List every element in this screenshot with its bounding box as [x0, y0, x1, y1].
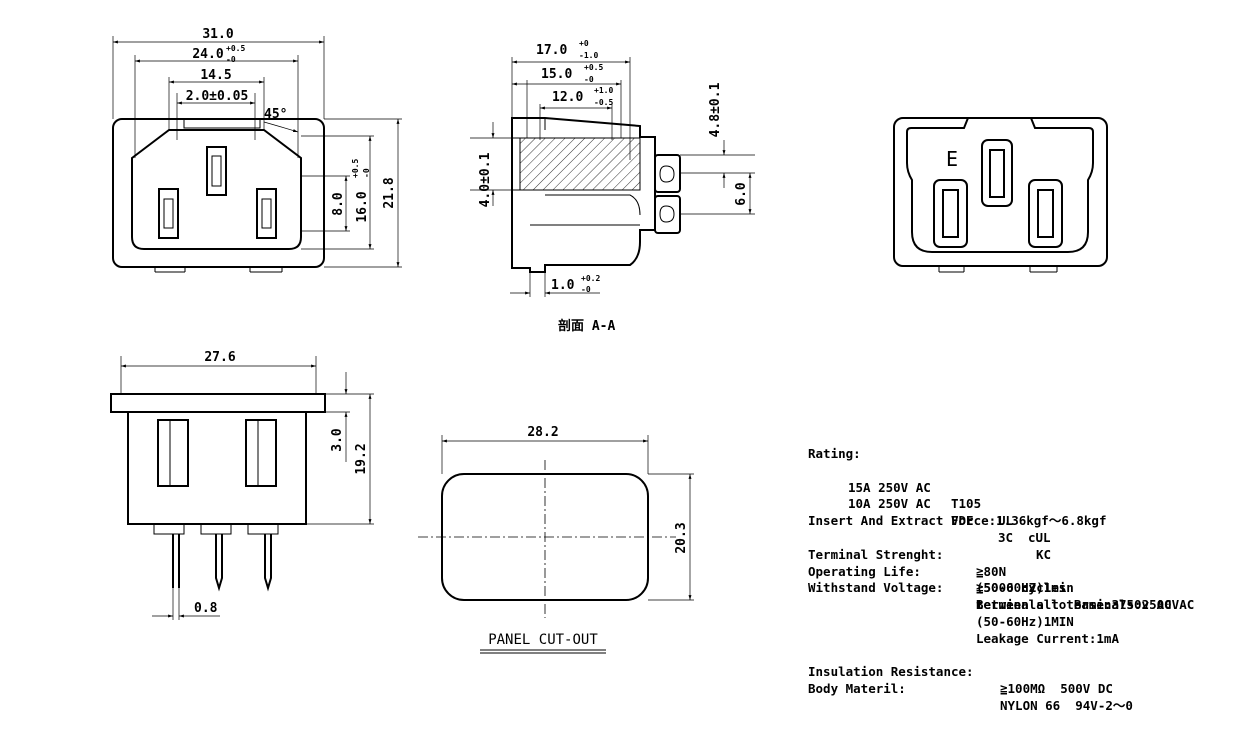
- voltage-line: (50-60Hz)1MIN: [976, 613, 1074, 629]
- voltage-line: Leakage Current:1mA: [976, 630, 1119, 646]
- dim-15-tol-lower: -0: [584, 75, 594, 84]
- rating-cert: UL: [998, 513, 1014, 529]
- dim-27-6: 27.6: [204, 350, 235, 365]
- dim-1-tol-upper: +0.2: [581, 274, 600, 283]
- dim-12: 12.0: [552, 90, 583, 105]
- rating-cert: KC: [1036, 546, 1052, 562]
- dim-24: 24.0: [192, 47, 223, 62]
- specifications: Rating: 15A 250V AC T105 UL cUL 10A 250V…: [808, 446, 1194, 713]
- bottom-view: 27.6 3.0 19.2 0.8: [110, 350, 374, 620]
- dim-21-8: 21.8: [382, 177, 397, 208]
- dim-16-tol-upper: +0.5: [351, 159, 360, 178]
- rating-row: 15A 250V AC T105 UL cUL: [808, 463, 1051, 545]
- terminal-value: ≧80N: [976, 563, 1007, 579]
- rating-value: 10A 250V AC: [848, 496, 931, 512]
- dim-24-tol-lower: -0: [226, 55, 236, 64]
- angle-45: 45°: [264, 107, 287, 122]
- dim-12-tol-upper: +1.0: [594, 86, 613, 95]
- dim-3-0: 3.0: [330, 428, 345, 452]
- dim-31: 31.0: [202, 27, 233, 42]
- dim-19-2: 19.2: [354, 443, 369, 474]
- dim-12-tol-lower: -0.5: [594, 98, 613, 107]
- dim-20-3: 20.3: [674, 522, 689, 553]
- dim-24-tol-upper: +0.5: [226, 44, 245, 53]
- dim-8: 8.0: [331, 192, 346, 216]
- voltage-line: (50-60HZ)1min: [976, 580, 1074, 596]
- life-label: Operating Life:: [808, 563, 921, 579]
- dim-17-tol-lower: -1.0: [579, 51, 598, 60]
- rating-cert: 3C: [998, 529, 1014, 545]
- dim-1-tol-lower: -0: [581, 285, 591, 294]
- dim-0-8: 0.8: [194, 601, 218, 616]
- dim-15: 15.0: [541, 67, 572, 82]
- life-value: ≧5000 cycles: [976, 580, 1067, 596]
- dim-2-0: 2.0±0.05: [186, 89, 249, 104]
- earth-mark: E: [946, 147, 958, 171]
- rating-row: 10A 250V AC VDE 3C KC: [808, 480, 1051, 561]
- panel-cutout-caption: PANEL CUT-OUT: [488, 632, 598, 648]
- voltage-label: Withstand Voltage:: [808, 580, 944, 596]
- dim-4-0: 4.0±0.1: [478, 152, 493, 207]
- dim-16-tol-lower: -0: [362, 168, 371, 178]
- section-caption: 剖面 A-A: [558, 318, 615, 334]
- dim-17: 17.0: [536, 43, 567, 58]
- terminal-label: Terminal Strenght:: [808, 546, 944, 562]
- dim-4-8: 4.8±0.1: [708, 82, 723, 137]
- rating-label: Rating:: [808, 446, 861, 461]
- panel-cutout: 28.2 20.3 PANEL CUT-OUT: [418, 425, 694, 654]
- rating-standard: T105: [951, 496, 982, 512]
- rating-standard: VDE: [951, 513, 974, 529]
- voltage-line: terminals to Base:3750v AC: [976, 597, 1172, 613]
- front-view: E: [893, 117, 1108, 273]
- dim-17-tol-upper: +0: [579, 39, 589, 48]
- voltage-line: Between all terminals:2500VAC: [976, 597, 1195, 613]
- body-value: NYLON 66 94V-2～0: [1000, 697, 1133, 713]
- dim-14-5: 14.5: [200, 68, 231, 83]
- section-view: 17.0 +0 -1.0 15.0 +0.5 -0 12.0 +1.0 -0.5…: [470, 39, 755, 334]
- dim-16: 16.0: [355, 191, 370, 222]
- dim-1-0: 1.0: [551, 278, 575, 293]
- insulation-label: Insulation Resistance:: [808, 664, 974, 680]
- top-view: 31.0 24.0 +0.5 -0 14.5 2.0±0.05 45° 8.0 …: [112, 27, 402, 273]
- dim-28-2: 28.2: [527, 425, 558, 440]
- dim-6: 6.0: [734, 182, 749, 206]
- rating-value: 15A 250V AC: [848, 479, 931, 495]
- dim-15-tol-upper: +0.5: [584, 63, 603, 72]
- insert-force: Insert And Extract Force:1.36kgf～6.8kgf: [808, 513, 1107, 529]
- rating-cert: cUL: [1028, 529, 1051, 545]
- technical-drawing: 31.0 24.0 +0.5 -0 14.5 2.0±0.05 45° 8.0 …: [110, 27, 1108, 654]
